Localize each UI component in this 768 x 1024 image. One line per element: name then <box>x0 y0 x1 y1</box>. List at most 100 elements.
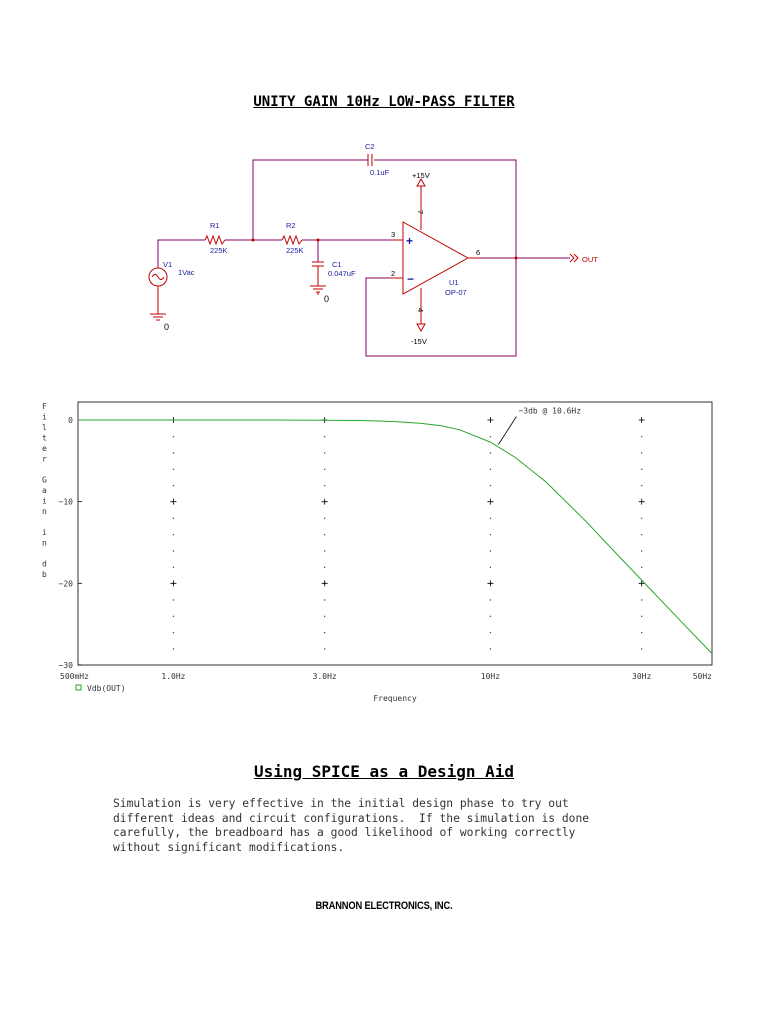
grid-dot <box>640 550 643 552</box>
grid-dot <box>323 517 326 520</box>
grid-dot <box>640 435 643 438</box>
paragraph-line: carefully, the breadboard has a good lik… <box>113 826 576 839</box>
grid-dot <box>172 615 175 618</box>
grid-cross <box>487 580 494 587</box>
grid-dot <box>323 484 326 487</box>
legend-series-vdb-out: Vdb(OUT) <box>87 684 126 693</box>
vpos-label: +15V <box>412 171 430 180</box>
x-tick-label: 1.0Hz <box>161 672 185 681</box>
grid-dot <box>489 648 492 650</box>
r2-label: R2 <box>286 221 296 230</box>
grid-dot <box>489 517 492 520</box>
y-axis-label-char: G <box>42 476 47 485</box>
company-name: BRANNON ELECTRONICS, INC. <box>315 900 453 912</box>
grid-dot <box>489 566 492 569</box>
section-title: Using SPICE as a Design Aid <box>253 762 515 781</box>
page-title: UNITY GAIN 10Hz LOW-PASS FILTER <box>253 94 515 110</box>
grid-dot <box>489 468 492 471</box>
pin6-label: 6 <box>476 248 480 257</box>
grid-dot <box>323 599 326 601</box>
r2-value: 225K <box>286 246 304 255</box>
y-tick-label: 0 <box>68 416 73 425</box>
vneg-label: -15V <box>411 337 427 346</box>
y-axis-label-char: t <box>42 434 47 443</box>
grid-dot <box>640 599 643 601</box>
grid-dot <box>640 566 643 569</box>
series-line-vdb-out <box>78 419 713 654</box>
y-axis-label-char: F <box>42 402 47 411</box>
grid-dot <box>489 615 492 618</box>
grid-cross <box>638 580 645 587</box>
grid-dot <box>323 468 326 471</box>
grid-cross <box>638 417 645 423</box>
pin4-label: 4 <box>416 308 425 312</box>
grid-dot <box>640 615 643 618</box>
grid-dot <box>640 468 643 471</box>
grid-dot <box>172 468 175 471</box>
annotation-leader <box>498 416 517 445</box>
x-tick-label: 500mHz <box>60 672 89 681</box>
gnd-label-c1: 0 <box>324 294 329 304</box>
grid-dot <box>489 631 492 634</box>
grid-cross <box>321 498 328 505</box>
grid-dot <box>489 484 492 487</box>
grid-dot <box>489 452 492 454</box>
grid-dot <box>323 566 326 569</box>
paragraph-line: different ideas and circuit configuratio… <box>113 811 590 825</box>
out-label: OUT <box>582 255 598 264</box>
grid-dot <box>172 648 175 650</box>
grid-dot <box>172 533 175 536</box>
c1-value: 0.047uF <box>328 269 356 278</box>
grid-dot <box>172 566 175 569</box>
y-axis-label-char: n <box>42 507 47 516</box>
grid-dot <box>323 435 326 438</box>
grid-dot <box>640 533 643 536</box>
y-axis-label-char: d <box>42 560 47 569</box>
grid-dot <box>172 484 175 487</box>
y-axis-label-char: l <box>42 423 47 432</box>
grid-cross <box>170 498 177 505</box>
y-axis-label-char: i <box>42 497 47 506</box>
y-axis-label-char: r <box>42 455 47 464</box>
grid-dot <box>640 517 643 520</box>
y-axis-label-char: e <box>42 444 47 453</box>
c2-label: C2 <box>365 142 375 151</box>
paragraph-line: without significant modifications. <box>113 840 345 854</box>
gnd-label-v1: 0 <box>164 322 169 332</box>
r1-value: 225K <box>210 246 228 255</box>
r1-label: R1 <box>210 221 220 230</box>
grid-dot <box>640 631 643 634</box>
annotation-text: −3db @ 10.6Hz <box>518 407 581 416</box>
legend-marker <box>75 684 82 691</box>
noninverting-sign: + <box>406 234 413 248</box>
y-tick-label: −20 <box>59 579 74 588</box>
plot-frame <box>77 401 713 666</box>
grid-dot <box>640 648 643 650</box>
c1-label: C1 <box>332 260 342 269</box>
pin3-label: 3 <box>391 230 395 239</box>
y-axis-label-char: i <box>42 413 47 422</box>
v1-label: V1 <box>163 260 172 269</box>
grid-dot <box>489 533 492 536</box>
grid-dot <box>172 435 175 438</box>
grid-dot <box>489 550 492 552</box>
grid-dot <box>323 533 326 536</box>
grid-dot <box>172 452 175 454</box>
pin2-label: 2 <box>391 269 395 278</box>
grid-dot <box>172 599 175 601</box>
grid-cross <box>487 417 494 423</box>
y-axis-label-char: n <box>42 539 47 548</box>
c2-value: 0.1uF <box>370 168 390 177</box>
u1-value: OP-07 <box>445 288 467 297</box>
u1-label: U1 <box>449 278 459 287</box>
grid-dot <box>172 631 175 634</box>
grid-dot <box>489 435 492 438</box>
x-axis-label: Frequency <box>373 694 417 703</box>
inverting-sign: − <box>407 272 414 286</box>
pin7-label: 7 <box>416 210 425 214</box>
grid-cross <box>638 498 645 505</box>
grid-dot <box>323 631 326 634</box>
paragraph-line: Simulation is very effective in the init… <box>113 797 569 810</box>
